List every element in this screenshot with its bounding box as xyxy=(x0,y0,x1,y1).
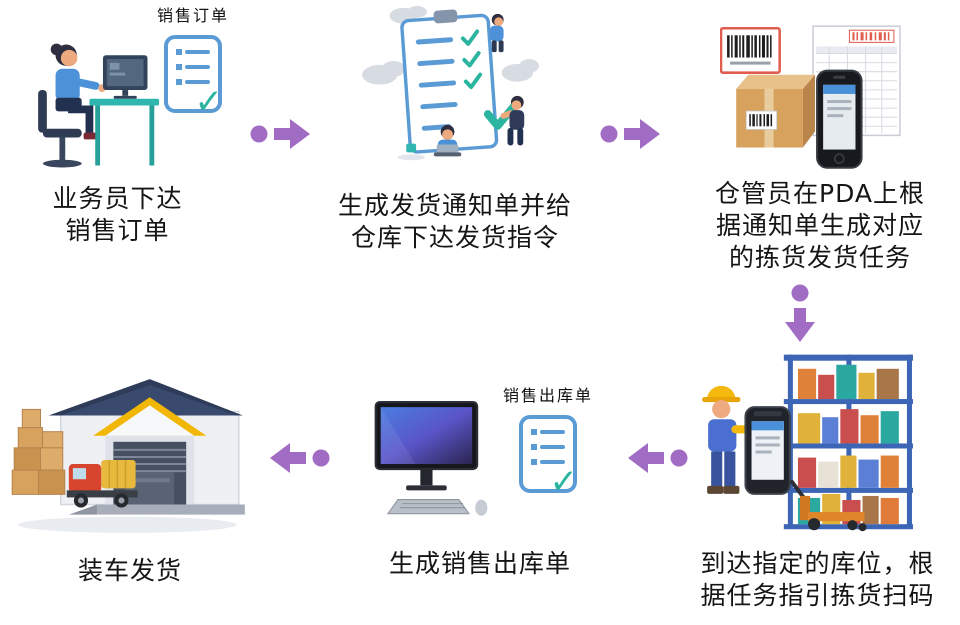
document-check-icon: ✓ xyxy=(519,415,578,499)
outbound-order-doc-label: 销售出库单 xyxy=(502,386,593,405)
barcode-card xyxy=(720,26,781,74)
sales-order-doc: 销售订单 ✓ xyxy=(148,2,238,119)
warehouse-picking-illustration xyxy=(702,354,913,532)
document-check-icon: ✓ xyxy=(164,35,223,119)
sales-order-doc-label: 销售订单 xyxy=(156,6,229,25)
step-caption-generate-shipping-notice: 生成发货通知单并给 仓库下达发货指令 xyxy=(337,191,572,252)
step-load-and-ship: 装车发货 xyxy=(0,365,260,625)
salesperson-desk-illustration xyxy=(38,43,160,168)
flow-arrow-left-2-icon xyxy=(266,440,330,476)
step-caption-load-and-ship: 装车发货 xyxy=(77,556,182,585)
check-icon: ✓ xyxy=(549,462,579,502)
pda-barcode-box-illustration xyxy=(720,25,901,169)
flow-arrow-down-icon xyxy=(782,284,818,350)
outbound-order-doc: 销售出库单 ✓ xyxy=(493,382,603,499)
warehouse-building xyxy=(48,379,245,515)
box-stack xyxy=(11,408,66,495)
worker-figure-top xyxy=(489,13,504,53)
worker-figure-right xyxy=(500,95,525,146)
desktop-computer-illustration xyxy=(374,401,488,516)
pda-device xyxy=(816,69,863,169)
worker-with-laptop xyxy=(433,124,462,157)
step-caption-generate-outbound-order: 生成销售出库单 xyxy=(388,549,571,578)
check-icon: ✓ xyxy=(194,82,224,122)
monitor-icon xyxy=(102,55,148,99)
step-caption-pick-and-scan: 到达指定的库位，根 据任务指引拣货扫码 xyxy=(700,549,935,610)
delivery-truck xyxy=(66,460,138,508)
step-pick-and-scan: 到达指定的库位，根 据任务指引拣货扫码 xyxy=(675,348,960,625)
step-caption-generate-picking-task: 仓管员在PDA上根 据通知单生成对应 的拣货发货任务 xyxy=(715,179,925,272)
step-issue-sales-order: 销售订单 ✓ 业务员下达 销售订单 xyxy=(0,0,245,260)
cardboard-box xyxy=(736,74,816,148)
flow-arrow-right-2-icon xyxy=(600,116,664,152)
step-generate-outbound-order: 销售出库单 ✓ 生成销售出库单 xyxy=(345,380,615,625)
flow-arrow-left-1-icon xyxy=(624,440,688,476)
big-check-icon xyxy=(483,98,522,130)
warehouse-loading-illustration xyxy=(11,379,245,533)
shipping-notice-checklist-illustration xyxy=(362,5,539,161)
pda-device-large xyxy=(744,406,791,495)
pallet-jack xyxy=(789,479,867,532)
step-generate-shipping-notice: 生成发货通知单并给 仓库下达发货指令 xyxy=(300,0,620,260)
step-caption-issue-sales-order: 业务员下达 销售订单 xyxy=(52,184,183,245)
flow-arrow-right-1-icon xyxy=(250,116,314,152)
step-generate-picking-task: 仓管员在PDA上根 据通知单生成对应 的拣货发货任务 xyxy=(680,0,960,290)
